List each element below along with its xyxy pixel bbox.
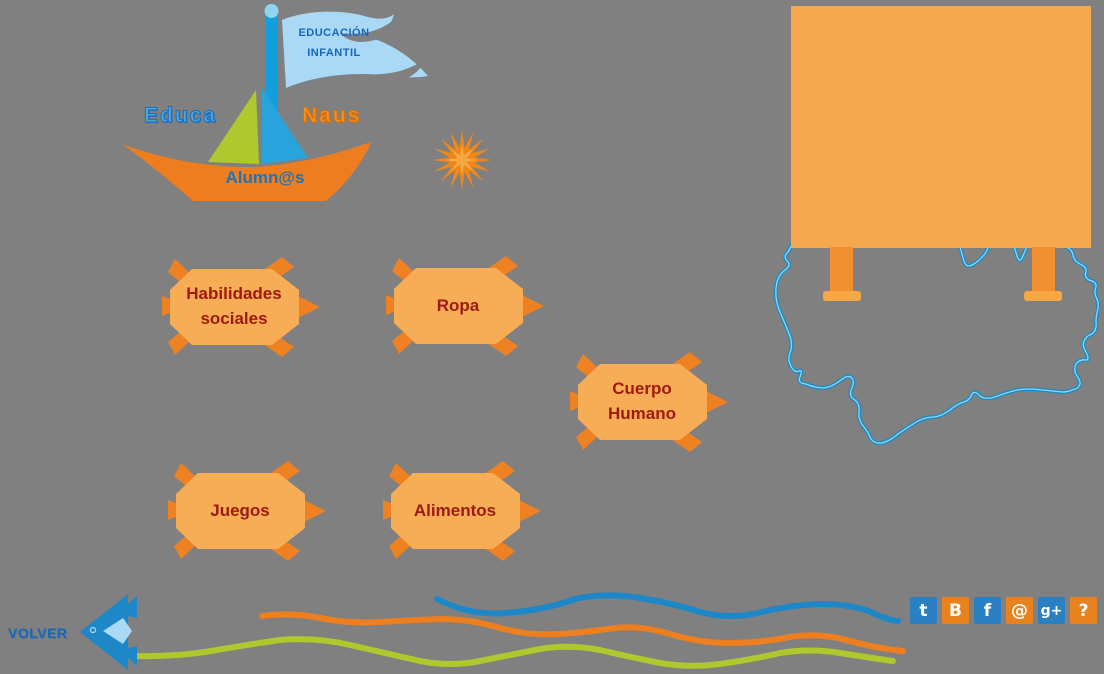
billboard-panel (791, 6, 1091, 248)
google-plus-icon[interactable]: g+ (1038, 597, 1065, 624)
menu-button-habilidades-sociales[interactable]: Habilidades sociales (162, 255, 324, 359)
label-line2: sociales (200, 309, 268, 328)
wave-green (130, 636, 896, 669)
volver-back-link[interactable]: VOLVER (8, 625, 68, 641)
menu-button-label: Ropa (392, 254, 524, 358)
billboard-foot-left (823, 291, 861, 301)
menu-button-juegos[interactable]: Juegos (168, 459, 330, 563)
sail-green (208, 90, 259, 164)
menu-button-label: Juegos (174, 459, 306, 563)
wave-orange (259, 611, 906, 654)
brand-word-naus: Naus (301, 104, 362, 128)
blogger-icon[interactable]: B (942, 597, 969, 624)
label-line1: Ropa (436, 295, 480, 315)
flag-text-line2: INFANTIL (307, 47, 361, 59)
paper-fish-icon[interactable] (80, 588, 142, 674)
flag-text-line1: EDUCACIÓN (298, 27, 370, 39)
boat-label-alumnos: Alumn@s (225, 168, 305, 187)
menu-button-ropa[interactable]: Ropa (386, 254, 548, 358)
label-line1: Juegos (210, 500, 270, 520)
billboard-leg-left (830, 247, 853, 293)
hull-graphic (122, 142, 371, 201)
menu-button-alimentos[interactable]: Alimentos (383, 459, 545, 563)
menu-button-label: Alimentos (389, 459, 521, 563)
sea-waves (130, 592, 906, 669)
billboard-leg-right (1032, 247, 1055, 293)
label-line1: Habilidades (186, 284, 282, 304)
boat-logo-graphic (122, 4, 428, 201)
help-icon[interactable]: ? (1070, 597, 1097, 624)
flag-graphic (282, 11, 428, 89)
email-at-icon[interactable]: @ (1006, 597, 1033, 624)
menu-button-cuerpo-humano[interactable]: Cuerpo Humano (570, 350, 732, 454)
label-line1: Cuerpo (612, 379, 672, 399)
facebook-icon[interactable]: f (974, 597, 1001, 624)
brand-word-educa: Educa (143, 104, 218, 128)
menu-button-label: Habilidades sociales (168, 255, 300, 359)
sail-blue (262, 88, 308, 164)
sun-icon (432, 130, 492, 190)
island-map-outline (773, 240, 1101, 446)
social-icons-row: t B f @ g+ ? (910, 597, 1097, 624)
label-line1: Alimentos (413, 500, 497, 520)
menu-button-label: Cuerpo Humano (576, 350, 708, 454)
wave-blue (434, 592, 901, 624)
label-line2: Humano (608, 404, 676, 423)
billboard-foot-right (1024, 291, 1062, 301)
twitter-icon[interactable]: t (910, 597, 937, 624)
